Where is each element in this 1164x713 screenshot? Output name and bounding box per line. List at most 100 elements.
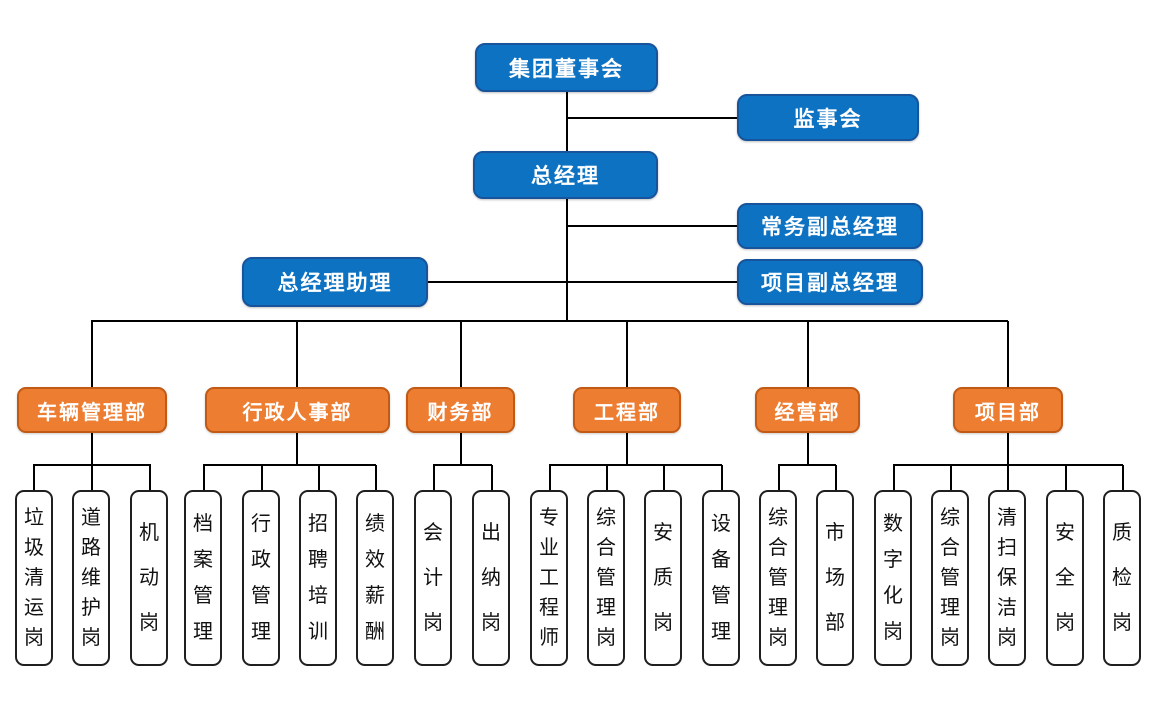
connector-line <box>433 465 435 490</box>
connector-line <box>91 320 1008 322</box>
dept-operations: 经营部 <box>755 387 860 433</box>
dept-finance: 财务部 <box>406 387 515 433</box>
connector-line <box>33 465 35 490</box>
position-waste-collection: 垃圾清运岗 <box>15 490 53 666</box>
vertical-char: 理 <box>251 621 271 643</box>
position-eng-general-management-label: 综合管理岗 <box>589 492 623 664</box>
vertical-char: 全 <box>1055 567 1075 589</box>
vertical-char: 程 <box>539 597 559 619</box>
vertical-char: 业 <box>539 537 559 559</box>
vertical-char: 工 <box>539 567 559 589</box>
vertical-char: 安 <box>1055 522 1075 544</box>
connector-line <box>1007 465 1009 490</box>
node-group-board: 集团董事会 <box>475 43 658 92</box>
position-road-maintenance-label: 道路维护岗 <box>74 492 108 664</box>
connector-line <box>721 465 723 490</box>
position-proj-general-management: 综合管理岗 <box>931 490 969 666</box>
connector-line <box>91 433 93 465</box>
vertical-char: 理 <box>193 621 213 643</box>
position-archives-management: 档案管理 <box>184 490 222 666</box>
dept-engineering-label: 工程部 <box>594 401 660 424</box>
node-supervisory-board: 监事会 <box>737 94 919 141</box>
vertical-char: 管 <box>711 585 731 607</box>
position-eng-general-management: 综合管理岗 <box>587 490 625 666</box>
vertical-char: 计 <box>423 567 443 589</box>
connector-line <box>807 433 809 465</box>
vertical-char: 招 <box>308 513 328 535</box>
position-recruitment-training: 招聘培训 <box>299 490 337 666</box>
connector-line <box>566 225 738 227</box>
vertical-char: 保 <box>997 567 1017 589</box>
vertical-char: 专 <box>539 507 559 529</box>
position-admin-management: 行政管理 <box>242 490 280 666</box>
connector-line <box>203 464 376 466</box>
vertical-char: 岗 <box>81 627 101 649</box>
connector-line <box>1065 465 1067 490</box>
vertical-char: 路 <box>81 537 101 559</box>
connector-line <box>893 465 895 490</box>
position-mobile-label: 机动岗 <box>132 492 166 664</box>
node-project-deputy-gm-label: 项目副总经理 <box>761 272 899 295</box>
connector-line <box>203 465 205 490</box>
position-waste-collection-label: 垃圾清运岗 <box>17 492 51 664</box>
vertical-char: 质 <box>653 567 673 589</box>
connector-line <box>149 465 151 490</box>
vertical-char: 纳 <box>481 567 501 589</box>
node-project-deputy-gm: 项目副总经理 <box>737 259 923 305</box>
vertical-char: 护 <box>81 597 101 619</box>
dept-vehicle-management-label: 车辆管理部 <box>37 401 147 424</box>
connector-line <box>778 464 836 466</box>
position-proj-general-management-label: 综合管理岗 <box>933 492 967 664</box>
position-digitalization-label: 数字化岗 <box>876 492 910 664</box>
dept-project: 项目部 <box>953 387 1063 433</box>
vertical-char: 管 <box>596 567 616 589</box>
vertical-char: 政 <box>251 549 271 571</box>
connector-line <box>296 321 298 387</box>
vertical-char: 备 <box>711 549 731 571</box>
vertical-char: 字 <box>883 549 903 571</box>
vertical-char: 岗 <box>24 627 44 649</box>
vertical-char: 扫 <box>997 537 1017 559</box>
node-executive-deputy-gm-label: 常务副总经理 <box>761 216 899 239</box>
connector-line <box>835 465 837 490</box>
vertical-char: 综 <box>768 507 788 529</box>
connector-line <box>807 321 809 387</box>
vertical-char: 岗 <box>481 612 501 634</box>
dept-vehicle-management: 车辆管理部 <box>17 387 167 433</box>
connector-line <box>566 117 738 119</box>
node-gm-assistant-label: 总经理助理 <box>277 272 393 295</box>
position-accountant: 会计岗 <box>414 490 452 666</box>
connector-line <box>566 198 568 321</box>
vertical-char: 岗 <box>1055 612 1075 634</box>
connector-line <box>91 465 93 490</box>
connector-line <box>491 465 493 490</box>
vertical-char: 岗 <box>653 612 673 634</box>
position-cleaning-label: 清扫保洁岗 <box>990 492 1024 664</box>
position-accountant-label: 会计岗 <box>416 492 450 664</box>
position-recruitment-training-label: 招聘培训 <box>301 492 335 664</box>
position-ops-general-management: 综合管理岗 <box>759 490 797 666</box>
vertical-char: 质 <box>1112 522 1132 544</box>
vertical-char: 案 <box>193 549 213 571</box>
vertical-char: 市 <box>825 522 845 544</box>
vertical-char: 行 <box>251 513 271 535</box>
vertical-char: 数 <box>883 513 903 535</box>
vertical-char: 岗 <box>997 627 1017 649</box>
vertical-char: 安 <box>653 522 673 544</box>
vertical-char: 化 <box>883 585 903 607</box>
connector-line <box>91 321 93 387</box>
dept-engineering: 工程部 <box>573 387 681 433</box>
position-mobile: 机动岗 <box>130 490 168 666</box>
vertical-char: 理 <box>596 597 616 619</box>
node-group-board-label: 集团董事会 <box>509 57 624 81</box>
vertical-char: 理 <box>711 621 731 643</box>
vertical-char: 检 <box>1112 567 1132 589</box>
position-safety: 安全岗 <box>1046 490 1084 666</box>
connector-line <box>318 465 320 490</box>
vertical-char: 圾 <box>24 537 44 559</box>
vertical-char: 效 <box>365 549 385 571</box>
vertical-char: 岗 <box>596 627 616 649</box>
vertical-char: 薪 <box>365 585 385 607</box>
vertical-char: 培 <box>308 585 328 607</box>
dept-project-label: 项目部 <box>975 401 1041 424</box>
